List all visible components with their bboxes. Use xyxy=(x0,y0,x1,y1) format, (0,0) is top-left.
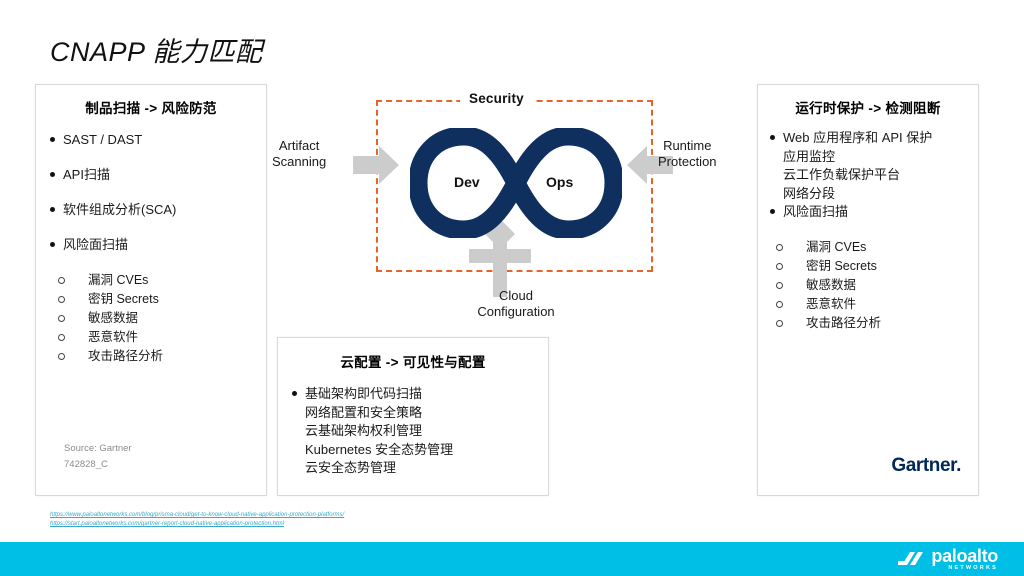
bottom-card-bullet-list: 基础架构即代码扫描 网络配置和安全策略 云基础架构权利管理 Kubernetes… xyxy=(278,385,548,478)
cloud-configuration-label-line2: Configuration xyxy=(477,304,555,319)
source-line: Source: Gartner xyxy=(64,443,132,454)
left-card-subitem-list: 漏洞 CVEs 密钥 Secrets 敏感数据 恶意软件 攻击路径分析 xyxy=(36,271,266,366)
infinity-symbol-icon xyxy=(408,126,624,240)
list-item: 密钥 Secrets xyxy=(58,290,266,309)
cloud-configuration-card: 云配置 -> 可见性与配置 基础架构即代码扫描 网络配置和安全策略 云基础架构权… xyxy=(277,337,549,496)
runtime-protection-arrow-icon xyxy=(627,146,673,184)
cloud-configuration-arrow-icon xyxy=(469,219,531,297)
bullet-subtext: 网络配置和安全策略 xyxy=(305,404,423,420)
runtime-protection-label: Runtime Protection xyxy=(658,138,717,170)
artifact-scanning-card: 制品扫描 -> 风险防范 SAST / DAST API扫描 软件组成分析(SC… xyxy=(35,84,267,496)
gartner-logo: Gartner. xyxy=(891,455,961,477)
bullet-subtext: 云基础架构权利管理 xyxy=(305,423,423,438)
security-label: Security xyxy=(460,91,533,106)
brand-name: paloalto xyxy=(931,546,998,566)
list-item: 基础架构即代码扫描 网络配置和安全策略 云基础架构权利管理 Kubernetes… xyxy=(292,385,540,478)
list-item: 漏洞 CVEs xyxy=(58,271,266,290)
devsecops-diagram: Security Dev Ops Artifact Scanning Runti… xyxy=(270,88,770,333)
brand-subtitle: NETWORKS xyxy=(948,565,998,571)
list-item: Web 应用程序和 API 保护 应用监控 云工作负载保护平台 网络分段 xyxy=(770,129,970,203)
bullet-text: SAST / DAST xyxy=(63,132,143,147)
bullet-text: 风险面扫描 xyxy=(63,237,129,252)
gartner-logo-dot: . xyxy=(956,455,961,476)
list-item: 敏感数据 xyxy=(776,276,978,295)
bullet-subtext: 云工作负载保护平台 xyxy=(783,167,901,182)
paloalto-networks-logo: paloalto NETWORKS xyxy=(898,547,998,572)
list-item: 恶意软件 xyxy=(776,295,978,314)
list-item: 攻击路径分析 xyxy=(58,347,266,366)
right-card-title: 运行时保护 -> 检测阻断 xyxy=(795,101,941,116)
bullet-text: Web 应用程序和 API 保护 xyxy=(783,130,933,145)
source-attribution: Source: Gartner 742828_C xyxy=(64,441,132,473)
bullet-text: API扫描 xyxy=(63,167,110,182)
right-card-bullet-list: Web 应用程序和 API 保护 应用监控 云工作负载保护平台 网络分段 风险面… xyxy=(758,129,978,222)
list-item: 风险面扫描 xyxy=(50,236,258,254)
source-code: 742828_C xyxy=(64,459,108,470)
reference-link-2[interactable]: https://start.paloaltonetworks.com/gartn… xyxy=(50,521,284,527)
footer-bar: paloalto NETWORKS xyxy=(0,542,1024,576)
bullet-subtext: 网络分段 xyxy=(783,185,836,201)
list-item: 攻击路径分析 xyxy=(776,314,978,333)
artifact-scanning-arrow-icon xyxy=(353,146,399,184)
list-item: 密钥 Secrets xyxy=(776,257,978,276)
reference-link-1[interactable]: https://www.paloaltonetworks.com/blog/pr… xyxy=(50,512,345,518)
runtime-protection-card: 运行时保护 -> 检测阻断 Web 应用程序和 API 保护 应用监控 云工作负… xyxy=(757,84,979,496)
cloud-configuration-label: Cloud Configuration xyxy=(448,288,584,320)
list-item: SAST / DAST xyxy=(50,131,258,149)
gartner-logo-text: Gartner xyxy=(891,455,957,476)
infinity-loop: Dev Ops xyxy=(408,126,624,240)
paloalto-logo-text: paloalto NETWORKS xyxy=(931,547,998,572)
list-item: 风险面扫描 xyxy=(770,203,970,222)
cloud-configuration-label-line1: Cloud xyxy=(499,288,533,303)
left-card-title: 制品扫描 -> 风险防范 xyxy=(85,101,217,116)
bottom-card-title: 云配置 -> 可见性与配置 xyxy=(340,355,486,370)
bullet-text: 软件组成分析(SCA) xyxy=(63,202,177,217)
runtime-protection-label-line1: Runtime xyxy=(663,138,712,153)
bullet-subtext: 应用监控 xyxy=(783,148,836,164)
artifact-scanning-label-line2: Scanning xyxy=(272,154,327,169)
runtime-protection-label-line2: Protection xyxy=(658,154,717,169)
bullet-subtext: Kubernetes 安全态势管理 xyxy=(305,441,454,457)
page-title: CNAPP 能力匹配 xyxy=(50,37,263,67)
list-item: 漏洞 CVEs xyxy=(776,238,978,257)
ops-label: Ops xyxy=(546,174,574,190)
right-card-subitem-list: 漏洞 CVEs 密钥 Secrets 敏感数据 恶意软件 攻击路径分析 xyxy=(758,238,978,333)
paloalto-logo-mark-icon xyxy=(898,552,924,566)
bullet-text: 风险面扫描 xyxy=(783,204,849,219)
reference-links: https://www.paloaltonetworks.com/blog/pr… xyxy=(50,511,344,529)
artifact-scanning-label-line1: Artifact xyxy=(278,138,320,153)
bullet-subtext: 云安全态势管理 xyxy=(305,460,397,475)
dev-label: Dev xyxy=(454,174,480,190)
list-item: 敏感数据 xyxy=(58,309,266,328)
list-item: 软件组成分析(SCA) xyxy=(50,201,258,219)
artifact-scanning-label: Artifact Scanning xyxy=(272,138,326,170)
left-card-bullet-list: SAST / DAST API扫描 软件组成分析(SCA) 风险面扫描 xyxy=(36,131,266,254)
list-item: 恶意软件 xyxy=(58,328,266,347)
bullet-text: 基础架构即代码扫描 xyxy=(305,386,423,401)
list-item: API扫描 xyxy=(50,166,258,184)
